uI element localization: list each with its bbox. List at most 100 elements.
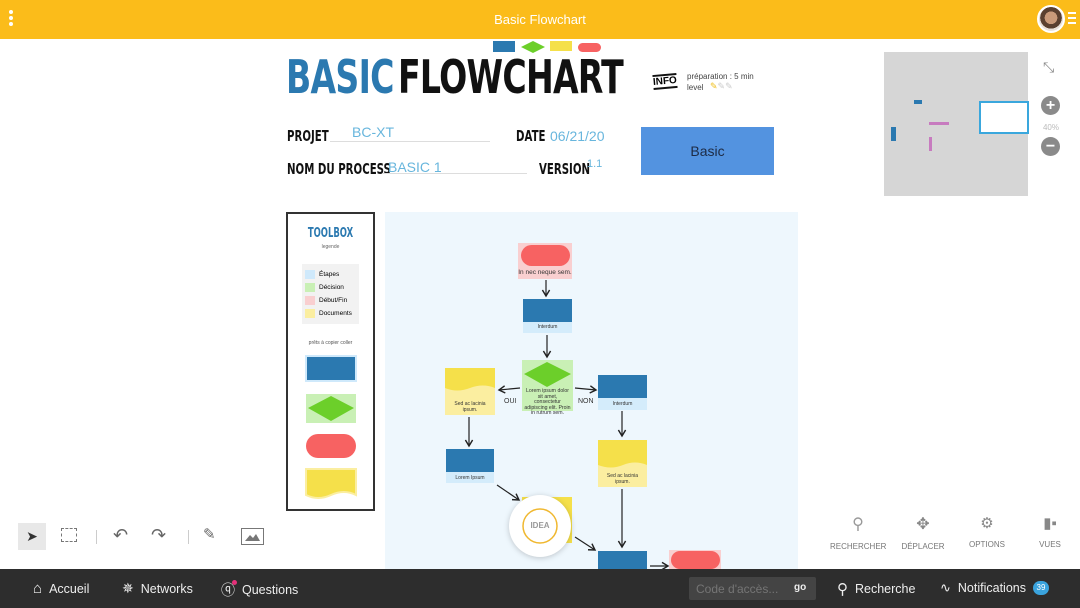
no-label: NON [578,398,594,405]
step-left-node[interactable] [446,449,494,472]
top-bar: Basic Flowchart [0,0,1080,39]
toolbox: TOOLBOX legende Étapes Décision Début/Fi… [286,212,375,511]
projet-label: PROJET [287,127,329,145]
nav-label: Notifications [957,581,1026,595]
avatar[interactable] [1037,5,1065,33]
projet-value[interactable]: BC-XT [352,124,394,140]
minimap[interactable] [884,52,1029,196]
level-rating: ✎✎✎ [710,81,733,91]
options-icon: ⚙ [980,515,994,532]
nav-networks[interactable]: ✵ Networks [122,580,193,597]
date-value[interactable]: 06/21/20 [550,128,605,144]
redo-icon[interactable]: ↷ [151,525,167,545]
menu-dots-icon[interactable] [9,10,15,28]
deplacer-tool[interactable]: ✥ DÉPLACER [895,514,951,551]
bottom-nav: ⌂ Accueil ✵ Networks ⓠ Questions ⚲ Recherche… [0,569,1080,608]
home-icon: ⌂ [33,580,43,597]
doc-right-node[interactable] [598,440,647,468]
hamburger-icon[interactable] [1068,12,1076,27]
options-tool[interactable]: ⚙ OPTIONS [959,514,1015,549]
nav-notifications[interactable]: ∿ Notifications 39 [940,580,1049,596]
step-right-node[interactable] [598,375,647,398]
nav-accueil[interactable]: ⌂ Accueil [33,580,89,597]
zoom-in-button[interactable]: + [1041,96,1060,115]
legend-item: Étapes [319,271,340,278]
yes-label: OUI [504,398,517,405]
step1-text: Interdum [537,324,558,330]
nav-label: Recherche [855,582,916,596]
process-shape[interactable] [305,355,357,382]
access-code-input[interactable] [689,577,816,600]
step-right-text: Interdum [612,401,633,407]
tool-label: RECHERCHER [830,542,887,551]
toolbox-subtitle: legende [321,244,340,250]
version-value[interactable]: 1.1 [587,158,603,170]
board-title-flowchart: FLOWCHART [398,50,624,104]
flow-arrows [464,280,670,569]
legend-item: Décision [319,284,344,291]
vues-tool[interactable]: ▮▪ VUES [1022,514,1078,549]
nom-process-value[interactable]: BASIC 1 [388,159,442,175]
step-left-text: Lorem Ipsum [455,475,485,481]
end-node[interactable] [671,551,720,569]
go-button[interactable]: go [794,582,807,593]
rechercher-tool[interactable]: ⚲ RECHERCHER [830,514,886,551]
preparation-text: préparation : 5 min [687,72,754,81]
zoom-out-button[interactable]: − [1041,137,1060,156]
idea-button[interactable] [509,495,571,557]
step-bottom-node[interactable] [598,551,647,569]
basic-button[interactable]: Basic [641,127,774,175]
area-select-tool[interactable] [61,528,77,542]
move-icon: ✥ [916,516,930,533]
shapes-logo-icon [493,41,601,53]
date-label: DATE [516,127,546,145]
network-icon: ✵ [122,580,134,596]
decision-node[interactable] [524,362,571,387]
idea-label: IDEA [530,521,550,530]
document-shape[interactable] [305,468,357,499]
toolbox-title: TOOLBOX [307,226,354,241]
legend: Étapes Décision Début/Fin Documents [302,264,359,324]
doc-left-node[interactable] [445,368,495,391]
nav-questions[interactable]: ⓠ Questions [221,580,298,600]
fullscreen-icon[interactable]: ⤡ [1043,59,1055,75]
decision-shape[interactable] [308,396,354,421]
legend-item: Début/Fin [319,297,348,304]
minimap-viewport[interactable] [979,101,1029,134]
question-icon: ⓠ [221,580,237,598]
zoom-level: 40% [1042,123,1059,132]
decision-text: Lorem ipsum dolor sit amet, consectetur … [524,388,571,416]
cursor-icon: ➤ [26,528,38,544]
doc-left-text: Sed ac lacinia ipsum. [454,401,486,413]
undo-icon[interactable]: ↶ [113,525,129,545]
notification-count-badge: 39 [1033,581,1049,595]
nav-label: Questions [242,583,299,597]
tool-label: OPTIONS [968,540,1005,549]
copy-hint: prêts à copier coller [308,340,353,346]
start-node[interactable] [521,245,570,266]
nav-label: Accueil [49,581,90,596]
terminal-shape[interactable] [306,434,356,458]
tool-label: DÉPLACER [901,542,945,551]
image-icon[interactable] [241,528,264,545]
doc-right-text: Sed ac lacinia ipsum. [606,473,639,485]
flowchart-shapes [445,243,721,569]
nav-label: Networks [140,581,193,596]
toolbox-shapes [305,355,357,499]
nom-process-label: NOM DU PROCESS [287,160,391,178]
search-icon: ⚲ [852,516,864,533]
legend-item: Documents [319,310,352,317]
page-title: Basic Flowchart [494,12,586,27]
draw-icon[interactable]: ✎ [203,526,216,543]
version-label: VERSION [539,160,591,178]
pulse-icon: ∿ [940,580,951,595]
step1-node[interactable] [523,299,572,322]
nav-recherche[interactable]: ⚲ Recherche [837,580,915,598]
level-label: level [687,83,704,92]
board-title-basic: BASIC [286,50,394,104]
views-icon: ▮▪ [1043,515,1057,532]
search-icon: ⚲ [837,581,848,598]
tool-label: VUES [1039,540,1061,549]
start-text: In nec neque sem. [518,269,572,276]
select-tool[interactable]: ➤ [18,523,46,550]
